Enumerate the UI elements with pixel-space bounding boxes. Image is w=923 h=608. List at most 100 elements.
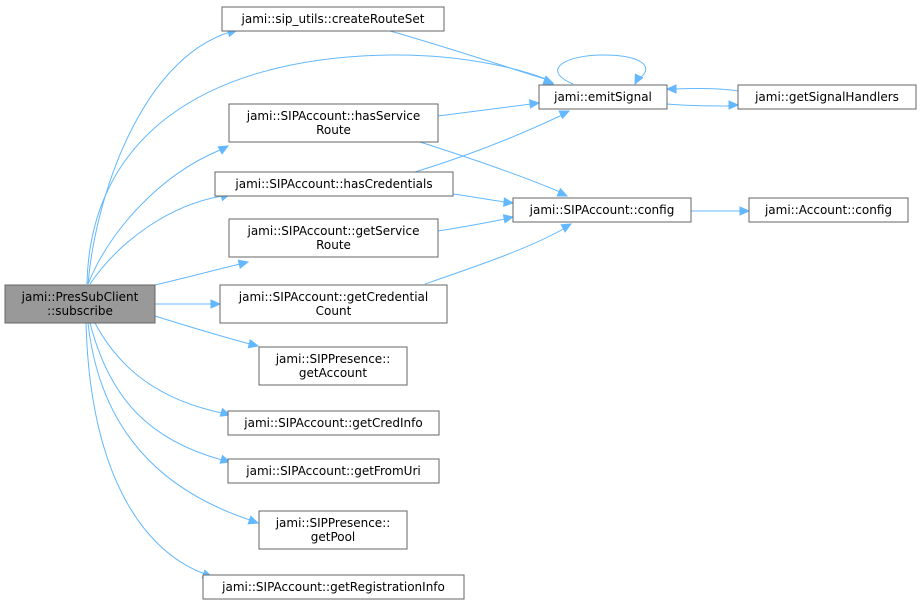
node-getFromUri[interactable]: jami::SIPAccount::getFromUri (227, 458, 440, 484)
node-label: Route (316, 238, 351, 252)
node-getRegistrationInfo[interactable]: jami::SIPAccount::getRegistrationInfo (202, 574, 465, 600)
node-box (221, 6, 445, 32)
edge-sipConfig-to-accountConfig (690, 206, 751, 216)
node-root[interactable]: jami::PresSubClient::subscribe (4, 284, 156, 324)
node-sipConfig[interactable]: jami::SIPAccount::config (512, 197, 692, 223)
node-box (737, 84, 917, 110)
edge-line (89, 195, 223, 285)
node-label: jami::PresSubClient (21, 290, 139, 304)
edge-line (87, 322, 251, 521)
edge-line (154, 315, 251, 345)
node-box (4, 284, 156, 324)
node-box (219, 284, 448, 324)
edge-line (85, 322, 206, 575)
node-label: Route (316, 123, 351, 137)
edge-line (87, 31, 231, 285)
edge-root-to-presGetAccount (154, 315, 260, 349)
edge-line (87, 149, 221, 285)
node-getSignalHandlers[interactable]: jami::getSignalHandlers (737, 84, 917, 110)
arrowhead-icon (739, 206, 751, 216)
edge-createRouteSet-to-emitSignal (389, 30, 555, 85)
arrowhead-icon (237, 259, 250, 269)
edge-line (452, 193, 506, 203)
node-label: jami::SIPAccount::getRegistrationInfo (221, 580, 445, 594)
edge-line (437, 218, 506, 232)
node-label: jami::sip_utils::createRouteSet (241, 12, 425, 26)
arrowhead-icon (503, 197, 515, 207)
node-hasCredentials[interactable]: jami::SIPAccount::hasCredentials (214, 171, 454, 197)
edge-line (86, 54, 549, 285)
node-box (227, 458, 440, 484)
edge-hasServiceRoute-to-emitSignal (437, 99, 541, 117)
edge-root-to-hasServiceRoute (87, 145, 230, 285)
arrowhead-icon (247, 515, 260, 525)
edge-line (89, 322, 223, 461)
node-layer: jami::PresSubClient::subscribe jami::sip_… (4, 6, 917, 600)
edge-emitSignal-to-getSignalHandlers (666, 100, 740, 110)
node-accountConfig[interactable]: jami::Account::config (748, 197, 909, 223)
arrowhead-icon (556, 187, 569, 197)
node-box (512, 197, 692, 223)
arrowhead-icon (728, 100, 740, 110)
edge-line (674, 87, 739, 92)
node-getCredInfo[interactable]: jami::SIPAccount::getCredInfo (227, 410, 440, 436)
arrowhead-icon (665, 84, 677, 94)
node-emitSignal[interactable]: jami::emitSignal (538, 84, 668, 110)
node-label: getPool (311, 530, 356, 544)
node-box (202, 574, 465, 600)
edge-hasCredentials-to-emitSignal (414, 110, 571, 173)
edge-getCredentialCount-to-sipConfig (424, 223, 573, 285)
arrowhead-icon (634, 73, 644, 86)
edge-root-to-getCredentialCount (155, 299, 222, 309)
arrowhead-icon (560, 223, 573, 233)
arrowhead-icon (529, 99, 541, 109)
edge-root-to-getFromUri (89, 322, 232, 464)
node-label: jami::SIPAccount::getService (246, 224, 419, 238)
edge-line (424, 227, 566, 285)
node-label: getAccount (299, 366, 367, 380)
node-label: jami::SIPAccount::hasCredentials (234, 177, 432, 191)
edge-line (437, 103, 532, 117)
node-label: ::subscribe (47, 304, 113, 318)
node-label: jami::Account::config (764, 203, 892, 217)
node-box (258, 510, 408, 550)
node-label: jami::emitSignal (553, 90, 652, 104)
node-label: jami::SIPPresence:: (275, 516, 391, 530)
edge-line (557, 54, 647, 85)
node-label: jami::SIPAccount::getFromUri (245, 464, 420, 478)
node-createRouteSet[interactable]: jami::sip_utils::createRouteSet (221, 6, 445, 32)
node-label: jami::SIPAccount::getCredential (238, 290, 428, 304)
node-label: jami::SIPAccount::hasService (246, 109, 421, 123)
edge-root-to-getServiceRoute (154, 259, 250, 286)
arrowhead-icon (502, 214, 515, 224)
edge-line (419, 141, 561, 193)
edge-hasCredentials-to-sipConfig (452, 193, 515, 207)
node-box (228, 103, 439, 143)
node-box (228, 218, 439, 258)
edge-hasServiceRoute-to-sipConfig (419, 141, 569, 197)
node-label: jami::getSignalHandlers (754, 90, 899, 104)
node-presGetAccount[interactable]: jami::SIPPresence::getAccount (258, 346, 408, 386)
node-label: jami::SIPPresence:: (275, 352, 391, 366)
edge-line (389, 30, 546, 80)
edge-root-to-hasCredentials (89, 192, 232, 285)
node-presGetPool[interactable]: jami::SIPPresence::getPool (258, 510, 408, 550)
arrowhead-icon (247, 339, 260, 349)
node-box (227, 410, 440, 436)
edge-root-to-createRouteSet (87, 28, 239, 285)
node-box (538, 84, 668, 110)
node-label: jami::SIPAccount::getCredInfo (243, 416, 422, 430)
edge-root-to-getCredInfo (94, 322, 232, 417)
edge-line (414, 114, 563, 173)
edge-line (94, 322, 223, 414)
edge-line (154, 263, 241, 286)
node-label: Count (316, 304, 352, 318)
node-label: jami::SIPAccount::config (529, 203, 675, 217)
edge-emitSignal-to-emitSignal (557, 54, 647, 86)
edge-getServiceRoute-to-sipConfig (437, 214, 515, 232)
edge-getSignalHandlers-to-emitSignal (665, 84, 739, 94)
